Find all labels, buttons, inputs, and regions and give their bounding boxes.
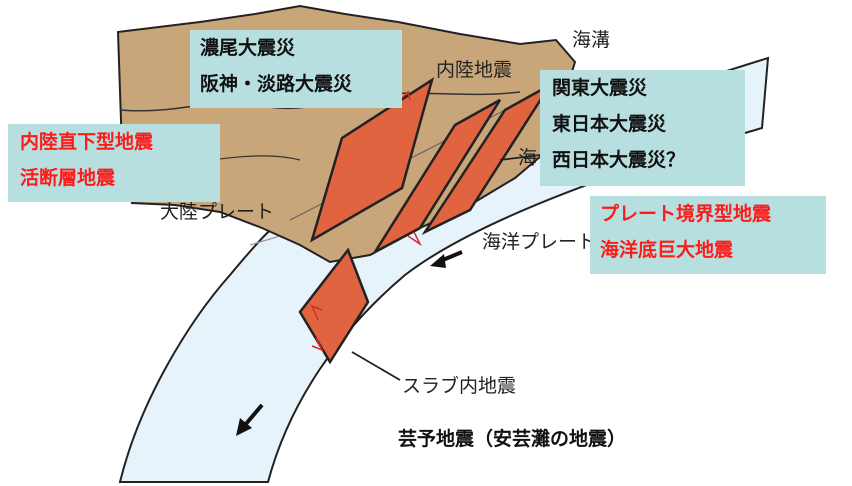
nobi-hanshin-box: 濃尾大震災 阪神・淡路大震災 <box>190 30 402 108</box>
slip-arrow-inland <box>401 90 411 101</box>
oceanic-plate-label: 海洋プレート <box>482 231 596 253</box>
hidden-fragment-label: 海 <box>518 147 537 169</box>
inland-quake-label: 内陸地震 <box>436 59 512 81</box>
geiyo-quake-caption: 芸予地震（安芸灘の地震） <box>398 428 627 450</box>
active-fault-quake-text: 活断層地震 <box>20 167 116 189</box>
kanto-quake-text: 関東大震災 <box>552 77 648 99</box>
hanshin-quake-text: 阪神・淡路大震災 <box>200 73 353 95</box>
plate-boundary-type-box: プレート境界型地震 海洋底巨大地震 <box>590 196 826 274</box>
nobi-quake-text: 濃尾大震災 <box>200 37 296 59</box>
inland-fault-plane <box>309 77 435 243</box>
plate-motion-arrow-lower <box>236 403 264 436</box>
slab-quake-label: スラブ内地震 <box>402 374 516 397</box>
slab-fault-plane <box>298 247 370 365</box>
inland-quake-type-box: 内陸直下型地震 活断層地震 <box>8 124 220 202</box>
trench-label: 海溝 <box>572 29 610 51</box>
ocean-floor-quake-text: 海洋底巨大地震 <box>600 239 734 261</box>
west-japan-quake-text: 西日本大震災？ <box>552 149 686 171</box>
plate-motion-arrow-upper <box>430 250 463 268</box>
slip-arrow-slab-2 <box>310 304 323 321</box>
boundary-fault-plane-1 <box>371 98 502 256</box>
slip-arrow-slab-1 <box>311 337 324 352</box>
kanto-tohoku-box: 関東大震災 東日本大震災 西日本大震災？ <box>540 70 745 186</box>
slab-quake-leader <box>351 351 401 381</box>
boundary-fault-plane-2 <box>421 83 552 236</box>
inland-direct-quake-text: 内陸直下型地震 <box>20 131 154 153</box>
slip-arrow-boundary <box>407 231 422 247</box>
continental-plate-label: 大陸プレート <box>160 201 274 223</box>
plate-boundary-quake-text: プレート境界型地震 <box>600 203 772 225</box>
tohoku-quake-text: 東日本大震災 <box>552 113 667 135</box>
